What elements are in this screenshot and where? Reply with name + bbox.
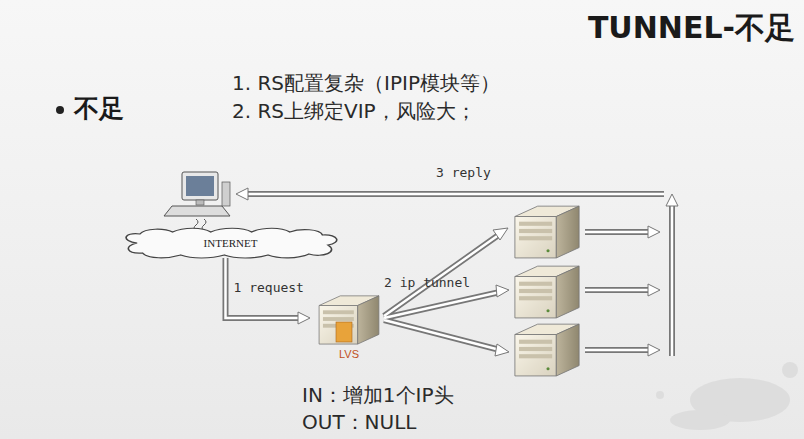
server-node: LVS: [310, 288, 388, 360]
client-computer: [164, 172, 230, 231]
reply-arrows: [236, 188, 678, 356]
server-label: LVS: [310, 348, 388, 360]
tunnel-arrows: [384, 228, 509, 356]
list-item: 1. RS配置复杂（IPIP模块等）: [232, 70, 500, 97]
rs-server: [515, 266, 579, 318]
lvs-server: [319, 296, 379, 344]
arrow-label: 3 reply: [436, 165, 491, 180]
edge-label: 1 request: [234, 280, 304, 295]
rs-server: [515, 324, 579, 376]
slide-title: TUNNEL-不足: [588, 8, 795, 49]
bullet-heading: 不足: [74, 92, 124, 125]
list-item: 2. RS上绑定VIP，风险大；: [232, 98, 476, 125]
note-text: IN：增加1个IP头: [302, 382, 454, 409]
request-connector: [226, 258, 311, 324]
rs-server: [515, 206, 579, 258]
internet-cloud: INTERNET: [118, 228, 343, 258]
note-text: OUT：NULL: [302, 409, 416, 436]
cloud-label: INTERNET: [118, 228, 343, 258]
arrow-label: 2 ip tunnel: [384, 275, 470, 290]
bullet: [56, 106, 64, 114]
